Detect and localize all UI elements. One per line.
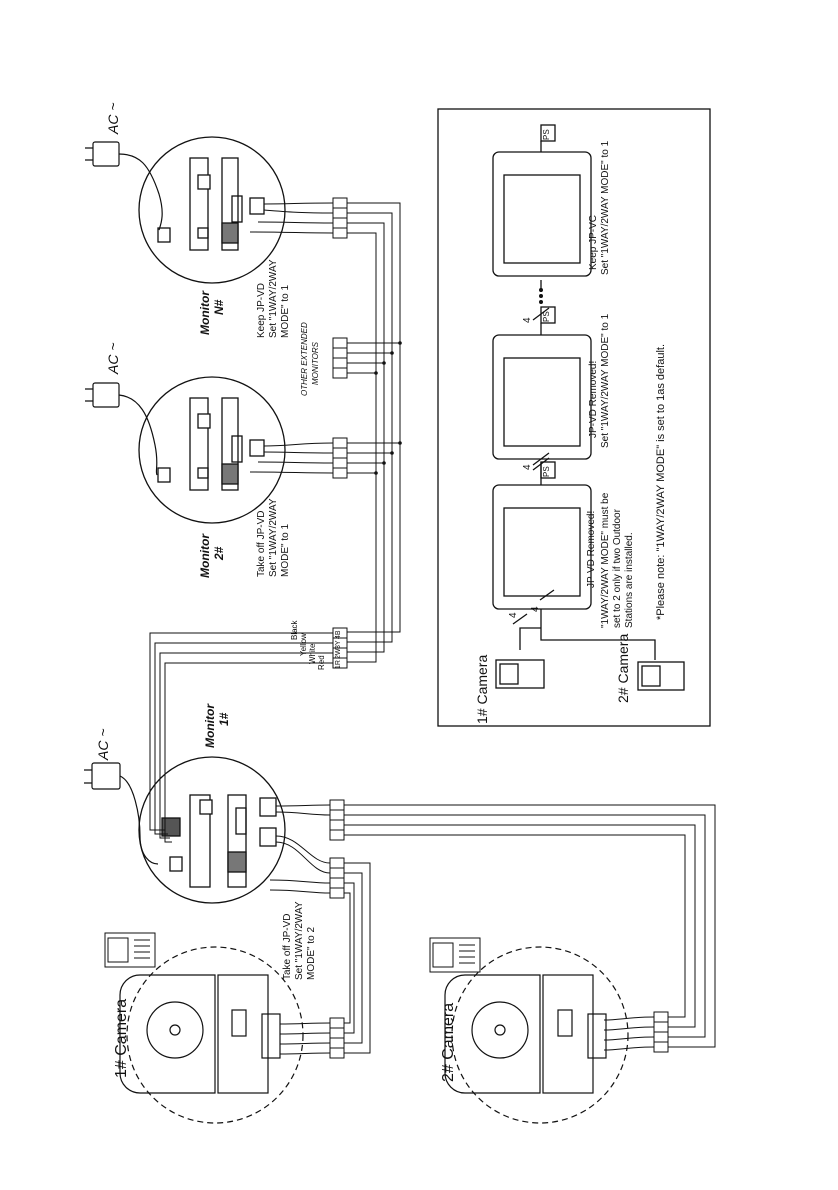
power-adapter-n bbox=[85, 141, 163, 231]
wire-label-white: White bbox=[308, 643, 317, 664]
inset-box bbox=[437, 108, 711, 727]
power-adapter-2 bbox=[85, 382, 158, 476]
terminal-3y: 3Y bbox=[335, 640, 342, 649]
monitor-2-num: 2# bbox=[212, 546, 226, 560]
camera-2-board bbox=[444, 946, 629, 1124]
other-monitors-l1: OTHER EXTENDED bbox=[300, 322, 309, 396]
terminal-blocks bbox=[329, 197, 669, 1059]
junction-dots bbox=[374, 341, 402, 475]
note-m1-l2: Set "1WAY/2WAY bbox=[294, 901, 305, 980]
inset-ps-2: PS bbox=[542, 311, 551, 322]
bus-wires bbox=[149, 202, 716, 1055]
monitor-2-title: Monitor bbox=[198, 534, 212, 578]
inset-left-l1: JP-VD Removed! bbox=[586, 510, 597, 588]
inset-wire-count-4: 4 bbox=[530, 606, 541, 612]
inset-ps-1: PS bbox=[542, 466, 551, 477]
inset-dots bbox=[539, 288, 543, 304]
wire-label-black: Black bbox=[290, 620, 299, 640]
inset-left-l3: set to 2 only if two Outdoor bbox=[612, 509, 623, 628]
wire-label-red: Red bbox=[317, 655, 326, 670]
inset-camera-1-label: 1# Camera bbox=[474, 654, 490, 724]
camera-2-label: 2# Camera bbox=[440, 1002, 457, 1082]
inset-left-l2: "1WAY/2WAY MODE" must be bbox=[600, 492, 611, 628]
inset-ps-3: PS bbox=[542, 129, 551, 140]
camera-1-board bbox=[119, 946, 304, 1124]
inset-wire-count-1: 4 bbox=[522, 464, 533, 470]
monitor-1-title: Monitor bbox=[203, 704, 217, 748]
inset-camera-2-label: 2# Camera bbox=[615, 633, 631, 703]
terminal-4b: 4B bbox=[335, 630, 342, 639]
ac-label-1: AC ~ bbox=[95, 728, 111, 760]
camera-1-label: 1# Camera bbox=[113, 998, 130, 1078]
camera-thumb-2 bbox=[429, 937, 481, 973]
terminal-1r: 1R bbox=[335, 660, 342, 669]
ac-label-2: AC ~ bbox=[105, 342, 121, 374]
wire-label-yellow: Yellow bbox=[299, 633, 308, 656]
note-m1-l1: Take off JP-VD bbox=[282, 913, 293, 980]
note-mn-l1: Keep JP-VD bbox=[256, 282, 267, 338]
inset-left-l4: Stations are installed. bbox=[624, 532, 635, 628]
monitor-1-board bbox=[138, 756, 286, 904]
note-m1-l3: MODE" to 2 bbox=[306, 926, 317, 980]
note-m2-l2: Set "1WAY/2WAY bbox=[268, 498, 279, 577]
power-adapter-1 bbox=[84, 762, 159, 865]
inset-wire-count-3: 4 bbox=[508, 612, 519, 618]
note-mn-l3: MODE" to 1 bbox=[280, 284, 291, 338]
note-mn-l2: Set "1WAY/2WAY bbox=[268, 259, 279, 338]
inset-mid-l1: JP-VD Removed! bbox=[588, 360, 599, 438]
other-monitors-l2: MONITORS bbox=[311, 342, 320, 385]
note-m2-l1: Take off JP-VD bbox=[256, 510, 267, 577]
monitor-n-title: Monitor bbox=[198, 291, 212, 335]
terminal-2w: 2W bbox=[335, 648, 342, 660]
inset-mid-l2: Set "1WAY/2WAY MODE" to 1 bbox=[600, 313, 611, 448]
monitor-2-board bbox=[138, 376, 286, 524]
camera-thumb-1 bbox=[104, 932, 156, 968]
monitor-n-board bbox=[138, 136, 286, 284]
ac-label-n: AC ~ bbox=[105, 102, 121, 134]
inset-note: *Please note: "1WAY/2WAY MODE" is set to… bbox=[655, 343, 667, 620]
monitor-n-num: N# bbox=[212, 299, 226, 315]
inset-right-l1: Keep JP-VC bbox=[588, 214, 599, 270]
monitor-1-num: 1# bbox=[217, 712, 231, 726]
inset-wire-count-2: 4 bbox=[522, 317, 533, 323]
note-m2-l3: MODE" to 1 bbox=[280, 523, 291, 577]
inset-right-l2: Set "1WAY/2WAY MODE" to 1 bbox=[600, 140, 611, 275]
